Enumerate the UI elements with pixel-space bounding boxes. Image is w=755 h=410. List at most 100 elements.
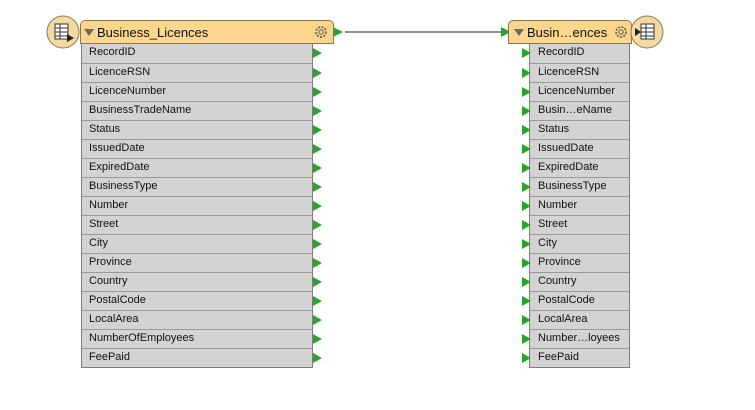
reader-attribute-row[interactable]: ExpiredDate: [82, 158, 322, 177]
attribute-label: LocalArea: [89, 313, 139, 325]
output-port-icon[interactable]: [313, 296, 322, 306]
reader-attribute-row[interactable]: RecordID: [82, 44, 322, 63]
input-port-icon[interactable]: [522, 182, 531, 192]
reader-attribute-row[interactable]: LicenceNumber: [82, 82, 322, 101]
output-port-icon[interactable]: [313, 353, 322, 363]
attribute-label: FeePaid: [89, 351, 130, 363]
reader-attribute-row[interactable]: FeePaid: [82, 348, 322, 367]
output-port-icon[interactable]: [313, 125, 322, 135]
output-port-icon[interactable]: [313, 163, 322, 173]
writer-attribute-row[interactable]: Busin…eName: [522, 101, 629, 120]
attribute-label: Number: [538, 199, 578, 211]
input-port-icon[interactable]: [522, 48, 531, 58]
reader-attribute-row[interactable]: NumberOfEmployees: [82, 329, 322, 348]
output-port-icon[interactable]: [313, 315, 322, 325]
writer-table-icon[interactable]: [630, 15, 664, 49]
writer-attribute-row[interactable]: FeePaid: [522, 348, 629, 367]
writer-attribute-row[interactable]: Number…loyees: [522, 329, 629, 348]
reader-attribute-row[interactable]: BusinessTradeName: [82, 101, 322, 120]
writer-header[interactable]: Busin…ences: [508, 20, 632, 44]
input-port-icon[interactable]: [522, 315, 531, 325]
output-port-icon[interactable]: [313, 182, 322, 192]
writer-attribute-row[interactable]: RecordID: [522, 44, 629, 63]
attribute-label: LicenceRSN: [89, 66, 151, 78]
input-port-icon[interactable]: [522, 68, 531, 78]
reader-attribute-row[interactable]: Number: [82, 196, 322, 215]
input-port-icon[interactable]: [522, 106, 531, 116]
gear-icon[interactable]: [313, 24, 329, 40]
output-port-icon[interactable]: [313, 258, 322, 268]
attribute-label: Number…loyees: [538, 332, 620, 344]
output-port-icon[interactable]: [313, 68, 322, 78]
input-port-icon[interactable]: [522, 353, 531, 363]
attribute-label: BusinessTradeName: [89, 104, 192, 116]
reader-attribute-row[interactable]: IssuedDate: [82, 139, 322, 158]
output-port-icon[interactable]: [313, 144, 322, 154]
reader-attribute-row[interactable]: PostalCode: [82, 291, 322, 310]
output-port-icon[interactable]: [313, 87, 322, 97]
attribute-label: Status: [89, 123, 121, 135]
writer-title: Busin…ences: [527, 25, 608, 40]
attribute-label: Street: [538, 218, 568, 230]
reader-attribute-row[interactable]: LicenceRSN: [82, 63, 322, 82]
attribute-label: LicenceRSN: [538, 66, 600, 78]
writer-attribute-row[interactable]: ExpiredDate: [522, 158, 629, 177]
writer-attribute-row[interactable]: City: [522, 234, 629, 253]
output-port-icon[interactable]: [313, 106, 322, 116]
input-port-icon[interactable]: [522, 258, 531, 268]
writer-attribute-row[interactable]: PostalCode: [522, 291, 629, 310]
input-port-icon[interactable]: [522, 296, 531, 306]
reader-title: Business_Licences: [97, 25, 209, 40]
input-port-icon[interactable]: [522, 239, 531, 249]
attribute-label: RecordID: [89, 46, 136, 58]
attribute-label: Busin…eName: [538, 104, 612, 116]
collapse-triangle-icon[interactable]: [514, 29, 524, 36]
collapse-triangle-icon[interactable]: [84, 29, 94, 36]
input-port-icon[interactable]: [522, 144, 531, 154]
attribute-label: Status: [538, 123, 570, 135]
attribute-label: City: [89, 237, 108, 249]
attribute-label: Number: [89, 199, 129, 211]
attribute-label: BusinessType: [89, 180, 158, 192]
input-port-icon[interactable]: [522, 87, 531, 97]
writer-attribute-row[interactable]: LocalArea: [522, 310, 629, 329]
output-port-icon[interactable]: [313, 201, 322, 211]
reader-attribute-row[interactable]: BusinessType: [82, 177, 322, 196]
writer-attribute-row[interactable]: Country: [522, 272, 629, 291]
attribute-label: ExpiredDate: [89, 161, 150, 173]
writer-attribute-row[interactable]: LicenceRSN: [522, 63, 629, 82]
output-port-icon[interactable]: [313, 334, 322, 344]
input-port-icon[interactable]: [522, 334, 531, 344]
input-port-icon[interactable]: [522, 163, 531, 173]
attribute-label: Country: [538, 275, 577, 287]
reader-table-icon[interactable]: [46, 15, 80, 49]
gear-icon[interactable]: [613, 24, 629, 40]
reader-attribute-row[interactable]: Country: [82, 272, 322, 291]
reader-attribute-row[interactable]: City: [82, 234, 322, 253]
input-port-icon[interactable]: [522, 125, 531, 135]
writer-attribute-row[interactable]: LicenceNumber: [522, 82, 629, 101]
writer-attribute-row[interactable]: Status: [522, 120, 629, 139]
input-port-icon[interactable]: [522, 277, 531, 287]
writer-attribute-row[interactable]: BusinessType: [522, 177, 629, 196]
reader-attribute-row[interactable]: Status: [82, 120, 322, 139]
reader-attribute-row[interactable]: Street: [82, 215, 322, 234]
reader-attribute-row[interactable]: Province: [82, 253, 322, 272]
attribute-label: NumberOfEmployees: [89, 332, 195, 344]
input-port-icon[interactable]: [522, 220, 531, 230]
attribute-label: PostalCode: [538, 294, 595, 306]
output-port-icon[interactable]: [313, 220, 322, 230]
writer-attribute-row[interactable]: Number: [522, 196, 629, 215]
reader-header[interactable]: Business_Licences: [80, 20, 334, 44]
writer-attribute-row[interactable]: IssuedDate: [522, 139, 629, 158]
output-port-icon[interactable]: [313, 277, 322, 287]
reader-attribute-row[interactable]: LocalArea: [82, 310, 322, 329]
writer-attribute-row[interactable]: Province: [522, 253, 629, 272]
writer-attribute-row[interactable]: Street: [522, 215, 629, 234]
input-port-icon[interactable]: [522, 201, 531, 211]
output-port-icon[interactable]: [313, 48, 322, 58]
output-port-icon[interactable]: [313, 239, 322, 249]
